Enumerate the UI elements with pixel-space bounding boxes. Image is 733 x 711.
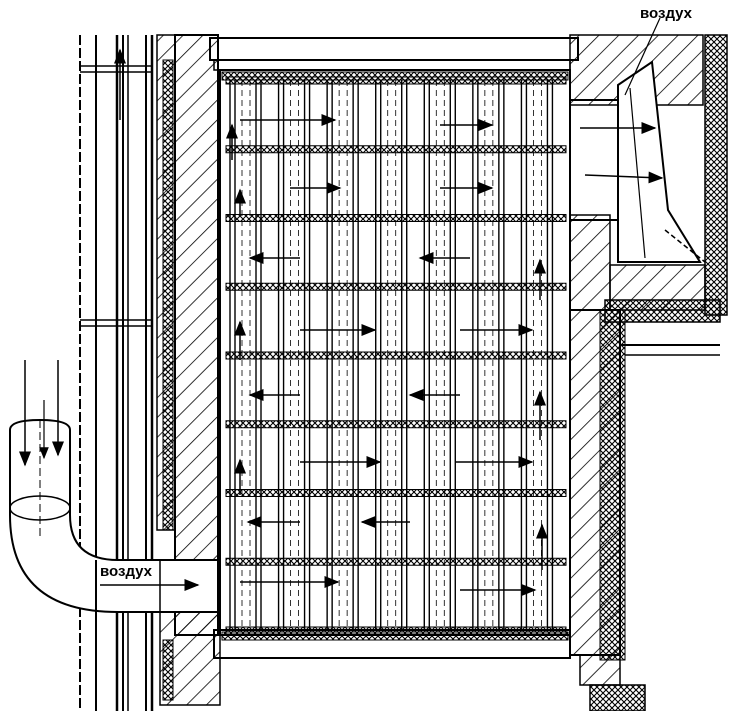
tube-sheet [225,76,567,85]
tube-sheet [225,626,567,635]
tube-sheet [225,351,567,360]
inlet-elbow [9,418,219,613]
tube-sheet [225,282,567,291]
air-inlet-label: воздух [99,563,154,580]
left-wall [156,34,221,706]
tube-sheet [225,557,567,566]
tube-sheet [225,489,567,497]
tube-bundle [225,76,567,635]
tube-sheet [225,145,567,154]
outlet-arrow [584,171,664,184]
tube-sheet [225,420,567,429]
tube-sheet [225,214,567,222]
air-outlet-label: воздух [640,5,693,22]
internal-flow-arrows [226,114,548,596]
vertical-duct [79,35,154,711]
outlet-chamber [570,17,706,263]
